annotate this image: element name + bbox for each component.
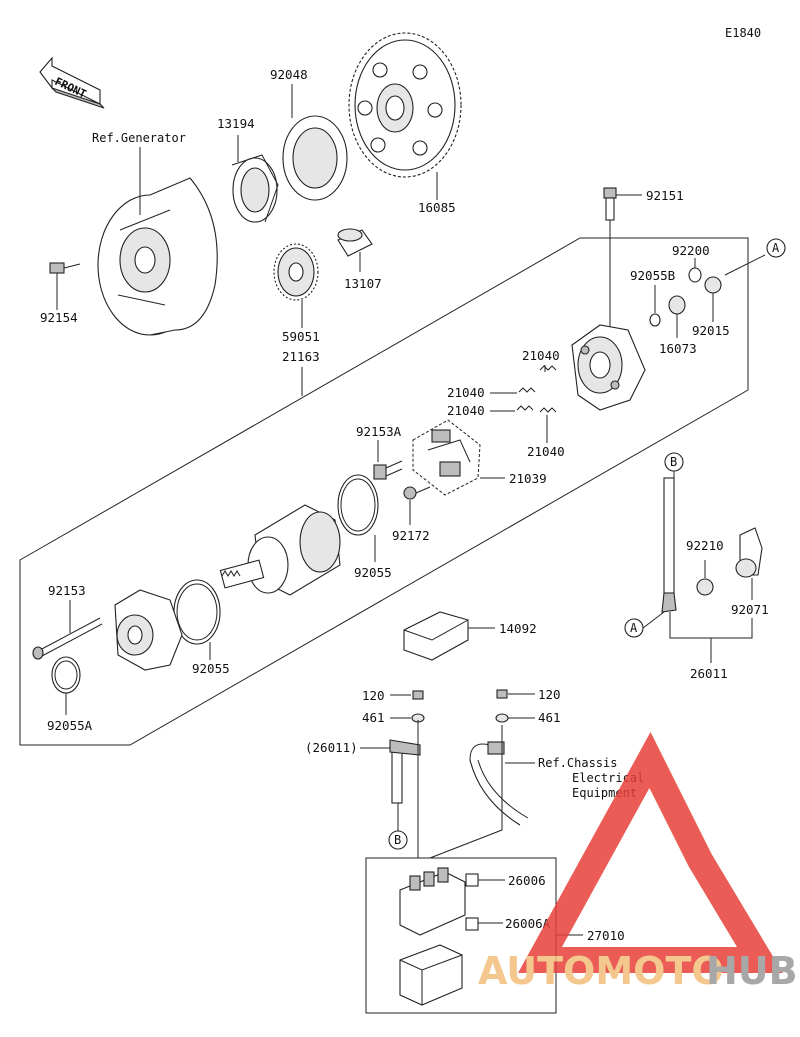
part-92200: 92200 <box>672 243 710 258</box>
part-21040-c: 21040 <box>447 403 485 418</box>
ref-generator-label: Ref.Generator <box>92 131 186 145</box>
part-461-left: 461 <box>362 710 385 725</box>
part-92210: 92210 <box>686 538 724 553</box>
shaft-13107 <box>337 228 373 257</box>
part-59051: 59051 <box>282 329 320 344</box>
diagram-code: E1840 <box>725 26 761 40</box>
bolt-92154 <box>49 262 81 274</box>
oring-92055b <box>649 313 661 327</box>
part-14092: 14092 <box>499 621 537 636</box>
bolt-120-left <box>412 690 424 700</box>
nut-92210 <box>696 578 714 596</box>
part-92172: 92172 <box>392 528 430 543</box>
cable-26011-ref <box>389 739 421 804</box>
plate-92048 <box>282 115 348 201</box>
part-120-right: 120 <box>538 687 561 702</box>
part-92055-upper: 92055 <box>354 565 392 580</box>
ref-chassis-line1: Ref.Chassis <box>538 756 617 770</box>
washer-461-right <box>495 713 509 723</box>
starter-motor-assy-frame <box>19 237 749 746</box>
part-92055A: 92055A <box>47 718 93 733</box>
nut-92015 <box>704 276 722 294</box>
starter-gear-16085 <box>348 32 462 178</box>
chassis-cable <box>469 741 529 826</box>
part-21039: 21039 <box>509 471 547 486</box>
part-21040-b: 21040 <box>447 385 485 400</box>
part-92055B: 92055B <box>630 268 675 283</box>
brush-springs-21040 <box>516 365 557 413</box>
part-21163: 21163 <box>282 349 320 364</box>
part-13194: 13194 <box>217 116 255 131</box>
part-92071: 92071 <box>731 602 769 617</box>
callout-b-right-label: B <box>670 455 677 469</box>
bolt-120-right <box>496 689 508 699</box>
idle-gear-59051 <box>273 243 319 301</box>
part-92015: 92015 <box>692 323 730 338</box>
callout-a-top-label: A <box>772 241 780 255</box>
screw-92172 <box>403 486 431 500</box>
part-16085: 16085 <box>418 200 456 215</box>
fuse-26006 <box>465 873 479 887</box>
part-26011: 26011 <box>690 666 728 681</box>
watermark-word-automoto: AUTOMOTO <box>478 949 724 993</box>
part-26011-ref: (26011) <box>305 740 358 755</box>
front-cover <box>114 589 183 671</box>
yoke-armature <box>219 504 341 596</box>
part-16073: 16073 <box>659 341 697 356</box>
washer-16073 <box>668 295 686 315</box>
callout-b-bottom-label: B <box>394 833 401 847</box>
part-461-right: 461 <box>538 710 561 725</box>
one-way-clutch-13194 <box>231 154 279 223</box>
part-92153: 92153 <box>48 583 86 598</box>
cable-26011 <box>661 477 677 613</box>
part-13107: 13107 <box>344 276 382 291</box>
boot-92071 <box>735 527 763 578</box>
part-92048: 92048 <box>270 67 308 82</box>
long-bolt-92153 <box>32 617 103 660</box>
oring-92055-upper <box>337 474 379 536</box>
front-arrow-icon: FRONT <box>39 56 105 109</box>
watermark-logo: AUTOMOTO HUB <box>478 732 798 993</box>
watermark-word-hub: HUB <box>706 949 798 993</box>
watermark-logo-icon <box>518 732 783 973</box>
part-26006A: 26006A <box>505 916 551 931</box>
oring-92055a <box>51 656 81 694</box>
part-92154: 92154 <box>40 310 78 325</box>
starter-relay <box>399 867 466 936</box>
callout-a-bottom-label: A <box>630 621 638 635</box>
part-92153A: 92153A <box>356 424 402 439</box>
part-92055-lower: 92055 <box>192 661 230 676</box>
part-27010: 27010 <box>587 928 625 943</box>
relay-cover <box>399 944 463 1006</box>
part-21040-d: 21040 <box>527 444 565 459</box>
end-cover <box>571 324 646 411</box>
part-120-left: 120 <box>362 688 385 703</box>
washer-92200 <box>688 267 702 283</box>
callout-a-top <box>766 238 786 258</box>
fuse-26006a <box>465 917 479 931</box>
screw-92153a <box>373 460 403 480</box>
generator-rotor <box>97 177 218 336</box>
part-21040-a: 21040 <box>522 348 560 363</box>
part-26006: 26006 <box>508 873 546 888</box>
brush-holder-21039 <box>412 419 481 496</box>
part-92151: 92151 <box>646 188 684 203</box>
bolt-92151 <box>603 187 617 221</box>
cover-14092 <box>403 611 469 661</box>
